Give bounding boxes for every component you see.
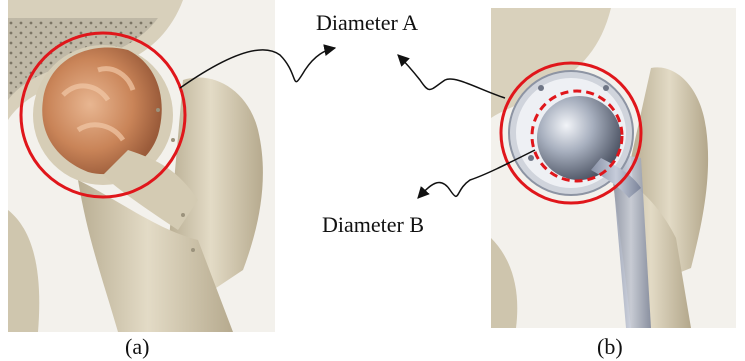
caption-a: (a): [125, 334, 149, 360]
arrow-b-outer-to-label: [398, 55, 505, 98]
arrow-a-to-label: [180, 48, 335, 88]
arrow-b-inner-to-label: [418, 150, 535, 198]
caption-b: (b): [597, 334, 623, 360]
diameter-b-label: Diameter B: [322, 212, 424, 238]
diameter-a-label: Diameter A: [316, 10, 418, 36]
